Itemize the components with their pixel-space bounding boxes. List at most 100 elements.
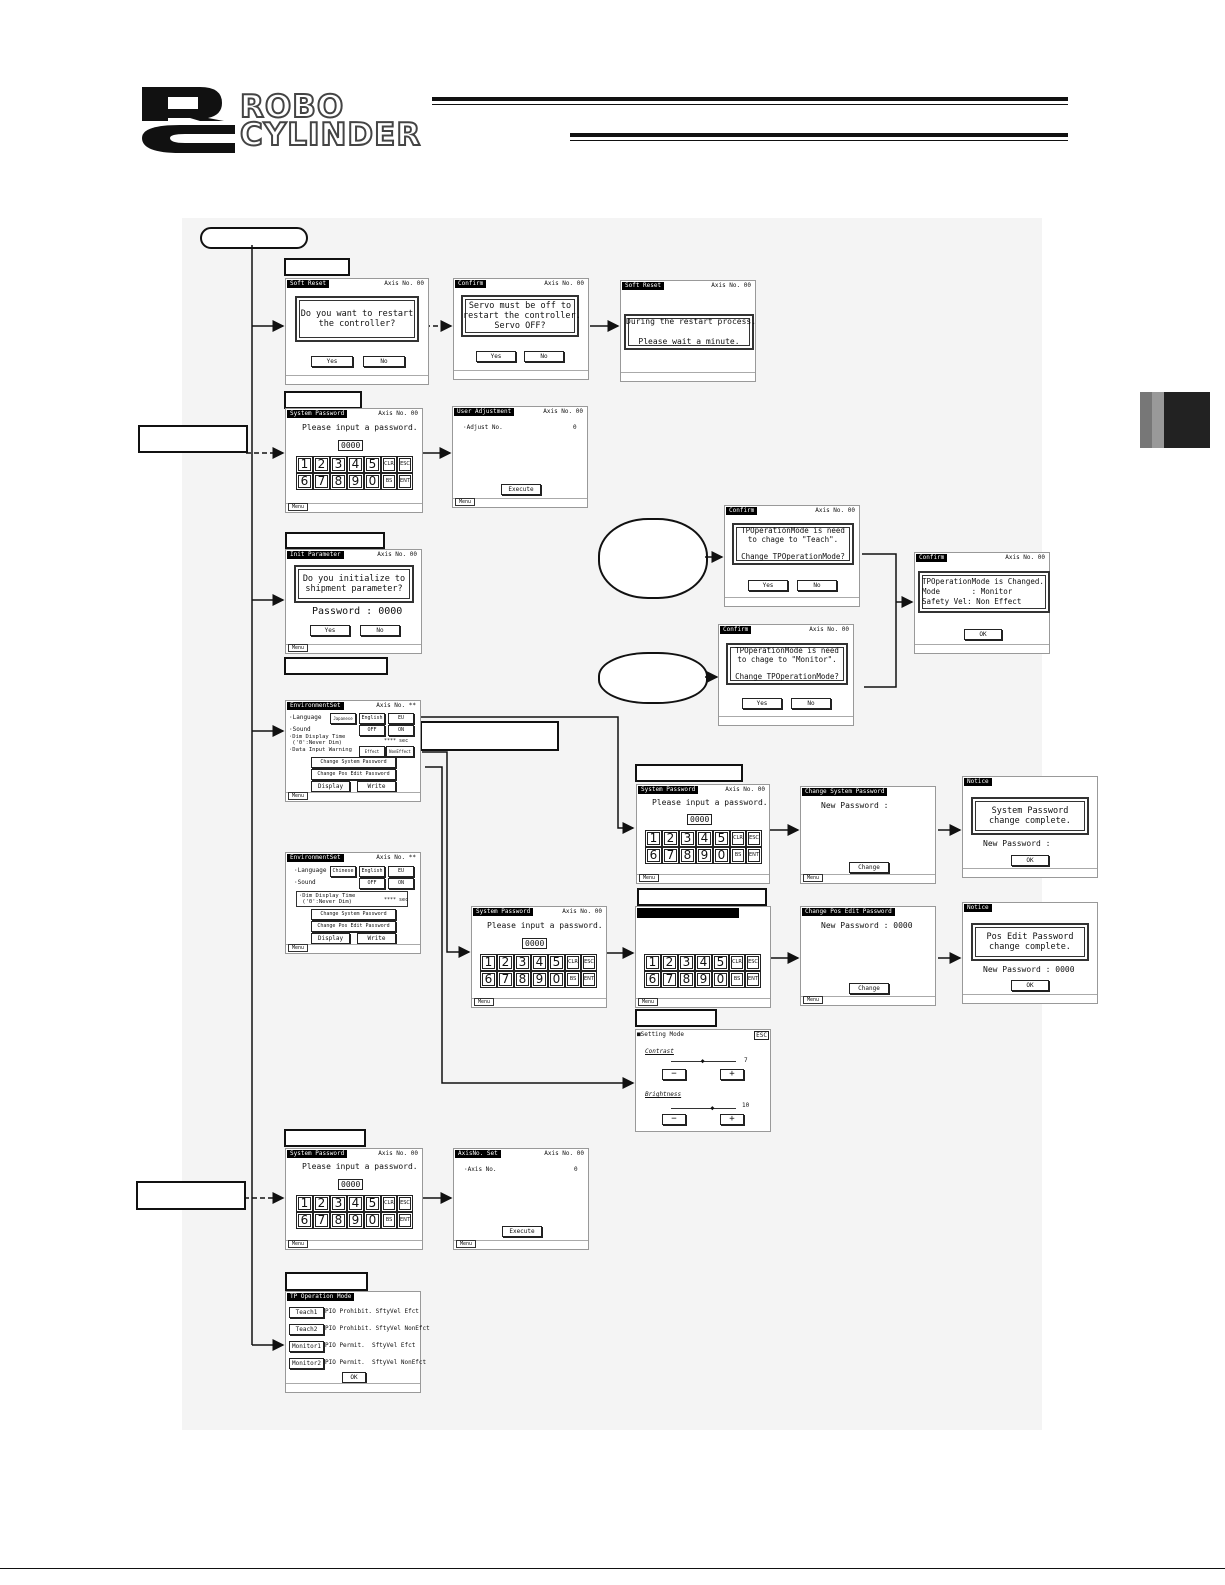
keypad-key[interactable]: 9 xyxy=(347,1212,364,1229)
no-button[interactable]: No xyxy=(360,625,400,636)
keypad-key[interactable]: 4 xyxy=(531,954,548,971)
contrast-plus-button[interactable]: + xyxy=(720,1069,744,1080)
write-button[interactable]: Write xyxy=(357,933,396,944)
keypad-key[interactable]: CLR xyxy=(730,830,746,847)
keypad-key[interactable]: 3 xyxy=(330,456,347,473)
change-system-password-button[interactable]: Change System Password xyxy=(311,909,396,920)
keypad-key[interactable]: BS xyxy=(565,971,581,988)
keypad-key[interactable]: CLR xyxy=(565,954,581,971)
keypad-key[interactable]: 6 xyxy=(296,1212,313,1229)
teach1-button[interactable]: Teach1 xyxy=(289,1307,324,1318)
keypad-key[interactable]: BS xyxy=(381,473,397,490)
keypad-key[interactable]: ENT xyxy=(397,1212,413,1229)
brightness-plus-button[interactable]: + xyxy=(720,1114,744,1125)
slider-thumb[interactable]: ◆ xyxy=(700,1057,705,1065)
keypad-key[interactable]: ENT xyxy=(745,971,761,988)
keypad-key[interactable]: 5 xyxy=(713,830,730,847)
keypad-key[interactable]: 3 xyxy=(330,1195,347,1212)
keypad-key[interactable]: CLR xyxy=(381,456,397,473)
keypad-key[interactable]: 8 xyxy=(679,847,696,864)
no-button[interactable]: No xyxy=(797,580,837,591)
contrast-minus-button[interactable]: − xyxy=(662,1069,686,1080)
change-button[interactable]: Change xyxy=(849,862,889,873)
keypad-key[interactable]: 1 xyxy=(645,830,662,847)
menu-button[interactable]: Menu xyxy=(803,996,824,1004)
ok-button[interactable]: OK xyxy=(1011,980,1049,991)
keypad-key[interactable]: 8 xyxy=(514,971,531,988)
yes-button[interactable]: Yes xyxy=(748,580,788,591)
keypad-key[interactable]: 1 xyxy=(480,954,497,971)
keypad-key[interactable]: 7 xyxy=(497,971,514,988)
keypad-key[interactable]: BS xyxy=(729,971,745,988)
keypad-key[interactable]: ESC xyxy=(745,954,761,971)
contrast-slider[interactable]: ◆ xyxy=(671,1057,736,1065)
menu-button[interactable]: Menu xyxy=(288,644,309,652)
menu-button[interactable]: Menu xyxy=(288,792,309,800)
menu-button[interactable]: Menu xyxy=(638,998,659,1006)
keypad-key[interactable]: 4 xyxy=(696,830,713,847)
change-system-password-button[interactable]: Change System Password xyxy=(311,757,396,768)
execute-button[interactable]: Execute xyxy=(502,1226,542,1237)
display-button[interactable]: Display xyxy=(311,933,350,944)
keypad-key[interactable]: 6 xyxy=(480,971,497,988)
language-option[interactable]: EU xyxy=(388,866,414,877)
sound-option[interactable]: ON xyxy=(388,878,414,889)
keypad-key[interactable]: 2 xyxy=(497,954,514,971)
keypad-key[interactable]: 2 xyxy=(662,830,679,847)
keypad-key[interactable]: ENT xyxy=(581,971,597,988)
sound-option[interactable]: OFF xyxy=(359,878,385,889)
keypad-key[interactable]: 0 xyxy=(364,473,381,490)
change-pos-password-button[interactable]: Change Pos Edit Password xyxy=(311,921,396,932)
keypad-key[interactable]: 5 xyxy=(364,1195,381,1212)
change-button[interactable]: Change xyxy=(849,983,889,994)
ok-button[interactable]: OK xyxy=(964,629,1002,640)
keypad-key[interactable]: 2 xyxy=(313,1195,330,1212)
keypad-key[interactable]: 7 xyxy=(662,847,679,864)
keypad-key[interactable]: 6 xyxy=(645,847,662,864)
execute-button[interactable]: Execute xyxy=(501,484,541,495)
keypad-key[interactable]: 3 xyxy=(679,830,696,847)
keypad-key[interactable]: 1 xyxy=(296,1195,313,1212)
change-pos-password-button[interactable]: Change Pos Edit Password xyxy=(311,769,396,780)
keypad-key[interactable]: 9 xyxy=(347,473,364,490)
language-option[interactable]: Chinese xyxy=(330,866,356,877)
menu-button[interactable]: Menu xyxy=(288,503,309,511)
menu-button[interactable]: Menu xyxy=(474,998,495,1006)
keypad-key[interactable]: 7 xyxy=(313,1212,330,1229)
language-option[interactable]: English xyxy=(359,713,385,724)
no-button[interactable]: No xyxy=(524,351,564,362)
keypad-key[interactable]: BS xyxy=(730,847,746,864)
display-button[interactable]: Display xyxy=(311,781,350,792)
yes-button[interactable]: Yes xyxy=(310,625,350,636)
monitor1-button[interactable]: Monitor1 xyxy=(289,1341,324,1352)
keypad-key[interactable]: 0 xyxy=(364,1212,381,1229)
keypad-key[interactable]: CLR xyxy=(729,954,745,971)
language-option[interactable]: Japanese xyxy=(330,713,356,724)
keypad-key[interactable]: 0 xyxy=(548,971,565,988)
keypad-key[interactable]: 6 xyxy=(644,971,661,988)
keypad-key[interactable]: ESC xyxy=(581,954,597,971)
yes-button[interactable]: Yes xyxy=(742,698,782,709)
yes-button[interactable]: Yes xyxy=(476,351,516,362)
keypad-key[interactable]: 4 xyxy=(695,954,712,971)
keypad-key[interactable]: 4 xyxy=(347,1195,364,1212)
keypad-key[interactable]: ENT xyxy=(746,847,762,864)
keypad-key[interactable]: 9 xyxy=(696,847,713,864)
password-field[interactable]: 0000 xyxy=(338,440,364,451)
menu-button[interactable]: Menu xyxy=(288,944,309,952)
keypad-key[interactable]: 3 xyxy=(514,954,531,971)
keypad-key[interactable]: 5 xyxy=(712,954,729,971)
warning-option[interactable]: Effect xyxy=(359,746,385,757)
keypad-key[interactable]: 4 xyxy=(347,456,364,473)
teach2-button[interactable]: Teach2 xyxy=(289,1324,324,1335)
keypad-key[interactable]: 2 xyxy=(661,954,678,971)
ok-button[interactable]: OK xyxy=(342,1372,366,1383)
no-button[interactable]: No xyxy=(363,356,405,367)
sound-option[interactable]: ON xyxy=(388,725,414,736)
keypad-key[interactable]: 3 xyxy=(678,954,695,971)
password-field[interactable]: 0000 xyxy=(338,1179,364,1190)
ok-button[interactable]: OK xyxy=(1011,855,1049,866)
esc-button[interactable]: ESC xyxy=(754,1031,769,1040)
keypad-key[interactable]: BS xyxy=(381,1212,397,1229)
menu-button[interactable]: Menu xyxy=(456,1240,477,1248)
